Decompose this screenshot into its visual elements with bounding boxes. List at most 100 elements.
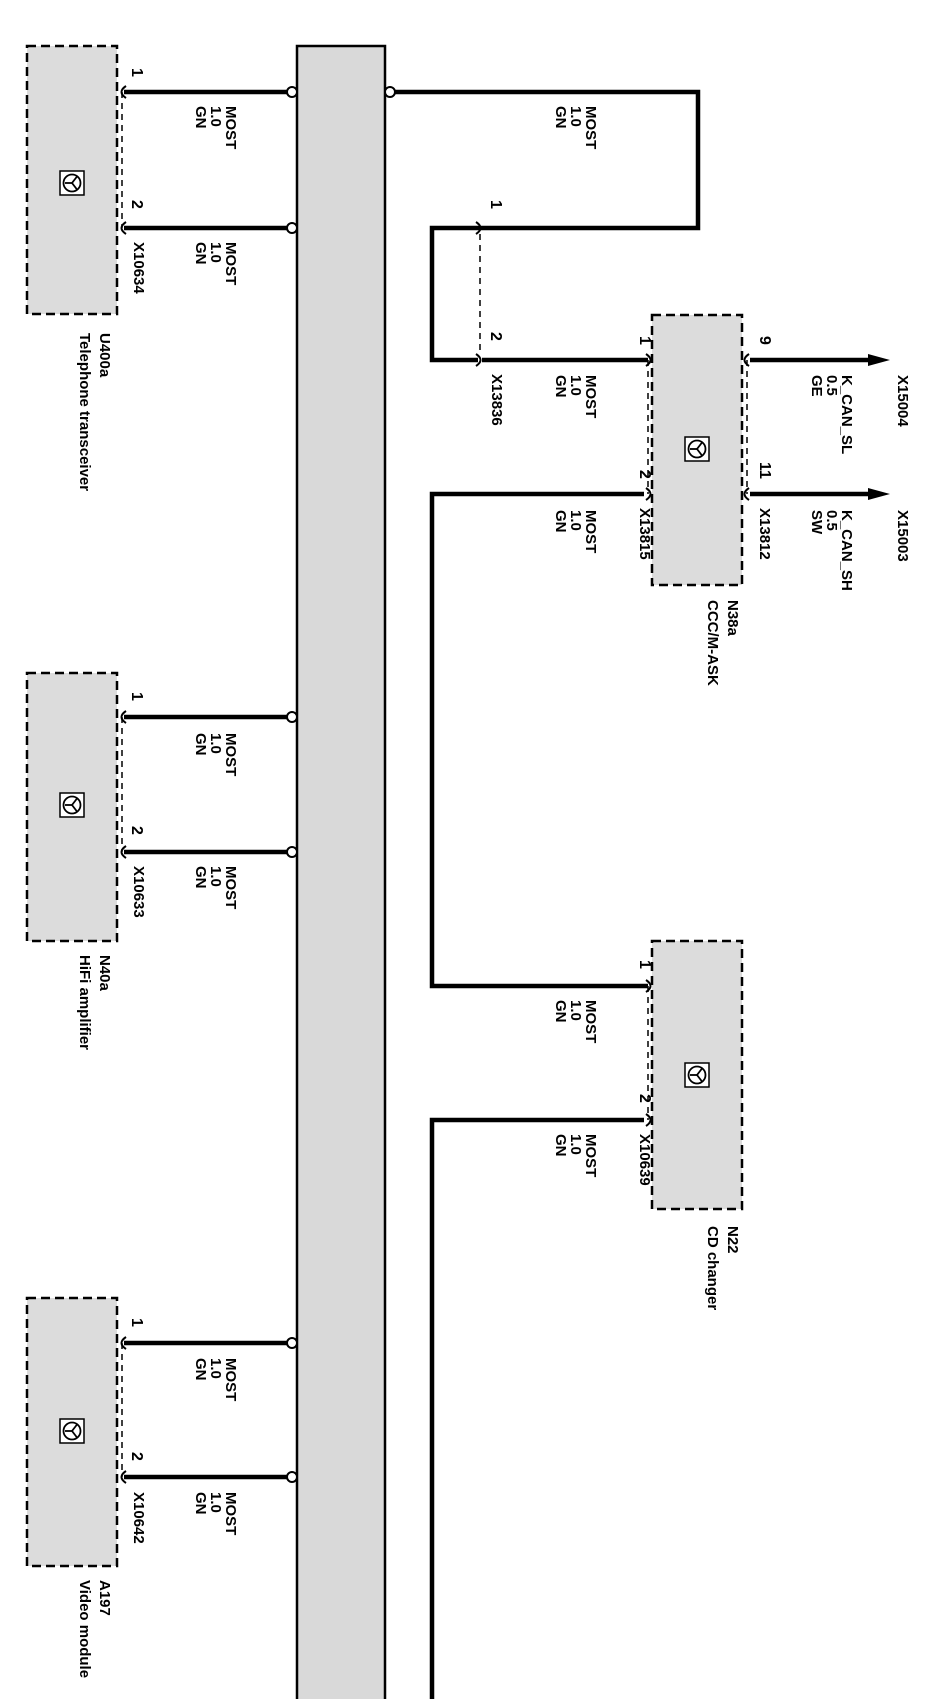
wire-size: 1.0 — [207, 242, 224, 263]
wire-size: 1.0 — [207, 733, 224, 754]
wire-color: GN — [552, 1000, 569, 1023]
wire-signal: MOST — [222, 1358, 239, 1401]
pin-number: 11 — [756, 462, 773, 479]
module-id: U400a — [96, 333, 113, 378]
module-id: A197 — [96, 1580, 113, 1616]
wire-color: SW — [808, 510, 825, 535]
wire-signal: MOST — [582, 1000, 599, 1043]
pin-number: 2 — [636, 470, 653, 479]
module-name: HiFi amplifier — [76, 955, 93, 1050]
bus-junction — [286, 222, 298, 234]
pin-number: 1 — [128, 68, 145, 77]
pin-number: 1 — [487, 200, 504, 209]
jumper-connector-x13836: 1 2 X13836 — [429, 200, 505, 426]
pin-number: 9 — [756, 336, 773, 345]
module-id: N22 — [724, 1226, 741, 1254]
bus-junction — [286, 846, 298, 858]
pin-2-connector-mark — [120, 221, 127, 235]
wire-color: GN — [552, 106, 569, 129]
speaker-wheel-icon — [59, 1418, 85, 1444]
pin-1-connector-mark — [645, 979, 652, 993]
module-id: N38a — [724, 600, 741, 637]
connector-id: X13836 — [488, 374, 505, 426]
wire-size: 1.0 — [567, 1000, 584, 1021]
pin-2-connector-mark — [645, 1113, 652, 1127]
bus-junction — [286, 1337, 298, 1349]
pin-2-connector-mark — [645, 487, 652, 501]
pin-1-connector-mark — [120, 710, 127, 724]
ccc-m-ask-module: N38a CCC/M-ASK X13815 X13812 1 2 9 11 K_… — [636, 313, 911, 686]
wire-color: GN — [192, 1492, 209, 1515]
pin-9-connector-mark — [743, 353, 750, 367]
wire-ccc-to-cd — [429, 491, 648, 989]
wire-signal: MOST — [582, 510, 599, 553]
wire-top-loop — [395, 89, 701, 231]
wire-signal: MOST — [582, 375, 599, 418]
pin-number: 1 — [636, 336, 653, 345]
wire-signal: MOST — [222, 106, 239, 149]
pin-2-connector-mark — [475, 353, 482, 367]
wire-cd-pin-2-continuation — [429, 1117, 644, 1699]
module-name: Video module — [76, 1580, 93, 1678]
wire-color: GN — [192, 106, 209, 129]
most-bus-bar — [295, 44, 387, 1699]
pin-number: 1 — [128, 1318, 145, 1327]
pin-number: 2 — [636, 1094, 653, 1103]
wire-size: 0.5 — [823, 510, 840, 531]
connector-id-can: X13812 — [756, 508, 773, 560]
module-name: CCC/M-ASK — [704, 600, 721, 686]
pin-number: 2 — [128, 826, 145, 835]
pin-2-connector-mark — [120, 1470, 127, 1484]
wire-size: 0.5 — [823, 375, 840, 396]
hifi-amplifier-module: N40a HiFi amplifier X10633 1 MOST 1.0 GN… — [25, 671, 298, 1050]
wire-size: 1.0 — [567, 375, 584, 396]
module-id: N40a — [96, 955, 113, 992]
wire-color: GN — [552, 1134, 569, 1157]
wire-color: GN — [552, 375, 569, 398]
pin-number: 1 — [128, 692, 145, 701]
wire-signal: MOST — [582, 106, 599, 149]
jumper-wire — [429, 225, 478, 363]
top-most-wire: MOST 1.0 GN — [384, 86, 701, 231]
wire-signal: K_CAN_SH — [838, 510, 855, 591]
bus-junction — [286, 711, 298, 723]
module-name: CD changer — [704, 1226, 721, 1310]
video-module: A197 Video module X10642 1 MOST 1.0 GN 2… — [25, 1296, 298, 1678]
wire-color: GN — [192, 866, 209, 889]
wire-color: GN — [192, 242, 209, 265]
wire-color: GN — [552, 510, 569, 533]
pin-2-connector-mark — [120, 845, 127, 859]
wire-signal: MOST — [222, 1492, 239, 1535]
pin-1-connector-mark — [475, 221, 482, 235]
terminal-id: X15004 — [894, 375, 911, 427]
wire-size: 1.0 — [567, 1134, 584, 1155]
speaker-wheel-icon — [59, 170, 85, 196]
connector-id: X10634 — [130, 242, 147, 294]
pin-1-connector-mark — [645, 353, 652, 367]
pin-1-connector-mark — [120, 85, 127, 99]
connector-id: X10639 — [636, 1134, 653, 1186]
connector-id-most: X13815 — [636, 508, 653, 560]
module-name: Telephone transceiver — [76, 333, 93, 491]
telephone-transceiver-module: U400a Telephone transceiver X10634 1 MOS… — [25, 44, 298, 491]
connector-id: X10633 — [130, 866, 147, 918]
wire-size: 1.0 — [567, 510, 584, 531]
wire-signal: MOST — [222, 866, 239, 909]
wire-signal: K_CAN_SL — [838, 375, 855, 454]
wire-signal: MOST — [222, 733, 239, 776]
wire-size: 1.0 — [207, 1358, 224, 1379]
terminal-id: X15003 — [894, 510, 911, 562]
can-sh-arrow-icon — [868, 488, 890, 500]
wire-signal: MOST — [222, 242, 239, 285]
wire-color: GN — [192, 733, 209, 756]
pin-number: 1 — [636, 960, 653, 969]
speaker-wheel-icon — [684, 1062, 710, 1088]
connector-id: X10642 — [130, 1492, 147, 1544]
speaker-wheel-icon — [684, 436, 710, 462]
can-sl-arrow-icon — [868, 354, 890, 366]
wire-color: GE — [808, 375, 825, 397]
pin-number: 2 — [128, 200, 145, 209]
bus-junction — [286, 86, 298, 98]
bus-junction — [384, 86, 396, 98]
